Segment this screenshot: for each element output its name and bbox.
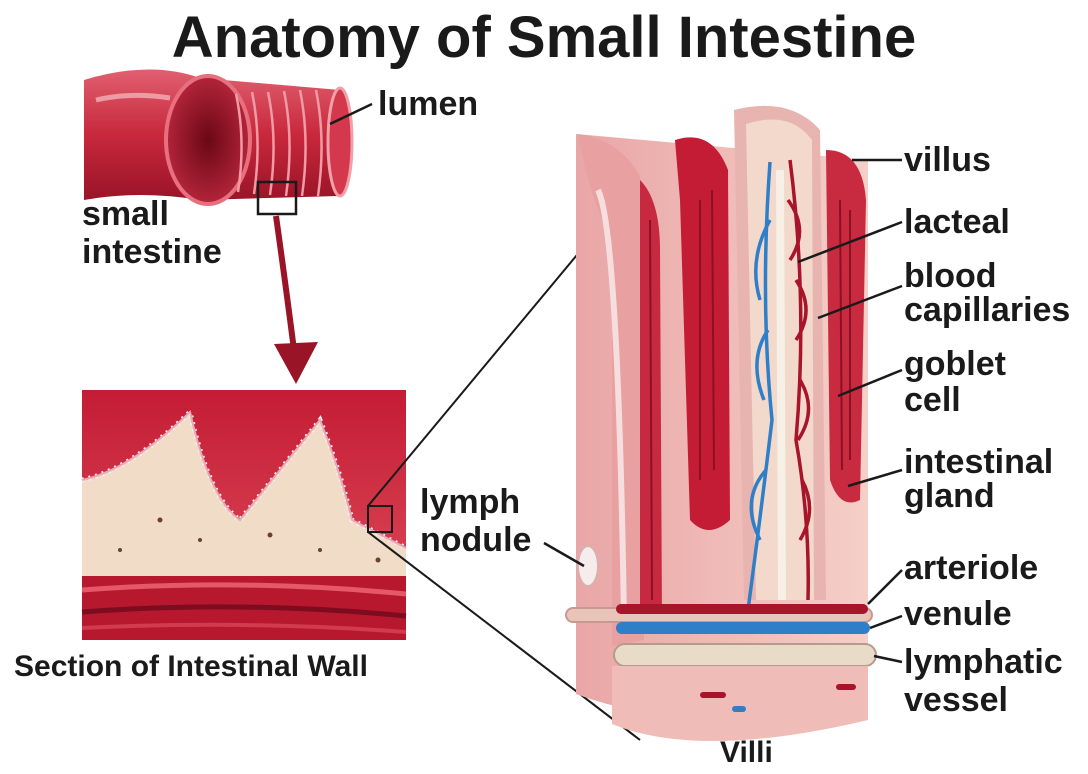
label-blood-capillaries-line2: capillaries xyxy=(904,292,1070,329)
zoom-arrow-icon xyxy=(274,216,318,384)
label-lacteal: lacteal xyxy=(904,204,1010,241)
label-villus: villus xyxy=(904,142,991,179)
villi-block xyxy=(566,106,876,741)
label-venule: venule xyxy=(904,596,1012,633)
label-small-intestine-line1: small xyxy=(82,196,169,233)
caption-villi: Villi xyxy=(720,736,773,770)
small-intestine-tube xyxy=(84,69,352,214)
label-goblet-cell-line2: cell xyxy=(904,382,961,419)
lymph-nodule xyxy=(578,546,598,586)
label-lymph-nodule-line2: nodule xyxy=(420,522,531,559)
label-goblet-cell-line1: goblet xyxy=(904,346,1006,383)
lymphatic-vessel xyxy=(614,644,876,666)
label-small-intestine-line2: intestine xyxy=(82,234,222,271)
label-lymphatic-vessel-line2: vessel xyxy=(904,682,1008,719)
label-arteriole: arteriole xyxy=(904,550,1038,587)
label-intestinal-gland-line2: gland xyxy=(904,478,995,515)
label-lymph-nodule-line1: lymph xyxy=(420,484,520,521)
label-intestinal-gland-line1: intestinal xyxy=(904,444,1053,481)
label-lymphatic-vessel-line1: lymphatic xyxy=(904,644,1063,681)
lacteal-vessel xyxy=(780,170,782,600)
label-blood-capillaries-line1: blood xyxy=(904,258,997,295)
venule-vessel xyxy=(616,622,870,634)
intestinal-wall-section xyxy=(82,390,406,640)
arteriole-vessel xyxy=(616,604,868,614)
caption-section: Section of Intestinal Wall xyxy=(14,650,368,684)
label-lumen: lumen xyxy=(378,86,478,123)
